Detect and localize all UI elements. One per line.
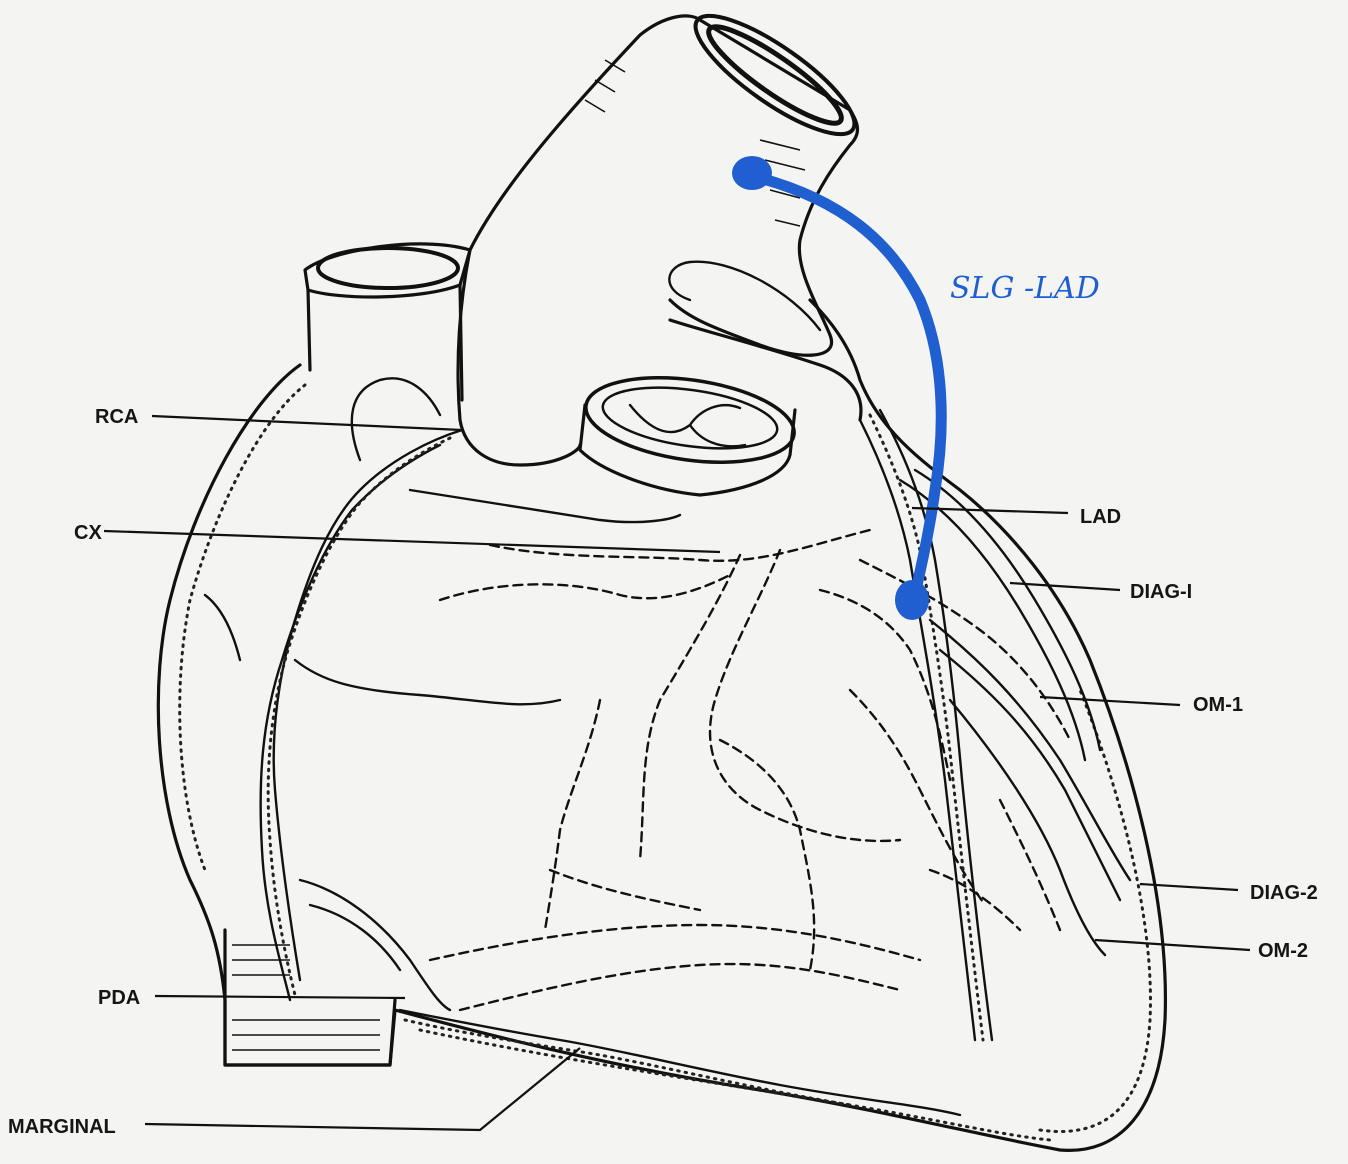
svc-side (308, 285, 462, 400)
label-marginal-text: MARGINAL (8, 1116, 116, 1138)
label-lad: LAD (912, 506, 1121, 528)
label-cx: CX (74, 522, 720, 552)
label-cx-text: CX (74, 522, 102, 544)
aorta-hatching (585, 60, 805, 226)
label-pda: PDA (98, 987, 405, 1009)
label-lad-text: LAD (1080, 506, 1121, 528)
label-rca-text: RCA (95, 406, 138, 428)
label-om2-text: OM-2 (1258, 940, 1308, 962)
aorta-lumen (681, 0, 869, 152)
aorta-outline (458, 16, 857, 465)
label-rca: RCA (95, 406, 462, 430)
rca-vessel (274, 430, 462, 980)
label-diag1: DIAG-I (1010, 581, 1192, 603)
om2-vessel (950, 700, 1105, 955)
left-atrial-appendage (670, 320, 861, 420)
label-om2: OM-2 (1095, 940, 1308, 962)
graft-annotation: SLG -LAD (732, 156, 1100, 620)
marginal-vessel (400, 1010, 960, 1115)
label-marginal: MARGINAL (8, 1048, 580, 1138)
label-om1-text: OM-1 (1193, 694, 1243, 716)
pulmonary-trunk-wall (580, 405, 795, 495)
label-pda-text: PDA (98, 987, 140, 1009)
svc-lumen (318, 248, 458, 288)
graft-distal-anastomosis (895, 580, 929, 620)
pulmonary-valve (630, 405, 745, 446)
heart-outline (158, 300, 1165, 1150)
graft-proximal-anastomosis (732, 156, 772, 190)
label-diag2-text: DIAG-2 (1250, 882, 1318, 904)
pulmonary-trunk (580, 366, 799, 474)
wall-shading (180, 385, 305, 870)
label-diag1-text: DIAG-I (1130, 581, 1192, 603)
cx-vessel (410, 490, 680, 522)
saphenous-graft (760, 178, 941, 595)
rca-shading (268, 438, 450, 995)
aortic-pocket (669, 262, 820, 330)
graft-handwritten-label: SLG -LAD (950, 271, 1100, 306)
label-diag2: DIAG-2 (1140, 882, 1318, 904)
pda-vessel (300, 880, 450, 1010)
